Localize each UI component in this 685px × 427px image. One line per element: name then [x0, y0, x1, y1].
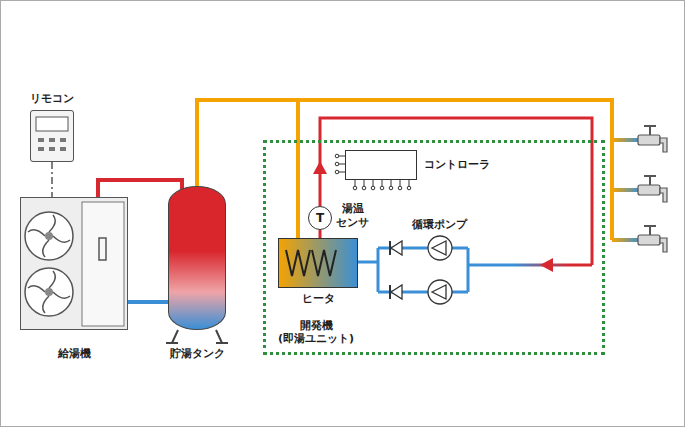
- heater-body: [278, 238, 358, 288]
- faucet-pipe: [612, 140, 640, 240]
- heater: ヒータ: [278, 238, 358, 288]
- body-label: 湯温 センサ: [336, 202, 369, 230]
- remote-box: リモコン: [30, 110, 74, 162]
- development-unit-region: コントローラT湯温 センサヒータ開発機 (即湯ユニット): [263, 140, 605, 355]
- name-label: コントローラ: [424, 158, 490, 172]
- heater-symbol: [286, 250, 336, 276]
- sensor-symbol-text: T: [316, 211, 324, 226]
- flow-arrow: [540, 258, 553, 272]
- part-label: 循環ポンプ: [412, 217, 467, 232]
- faucet: [638, 126, 667, 252]
- pump-symbol: [428, 236, 452, 304]
- storage-tank: 貯湯タンク: [168, 186, 226, 330]
- remote-drawing: [30, 110, 74, 162]
- tank-legs: [166, 330, 228, 343]
- signal-wire: [51, 162, 53, 197]
- controller-chip: コントローラ: [345, 150, 417, 180]
- name-label: リモコン: [30, 92, 74, 106]
- water-heater-unit: 給湯機: [20, 197, 128, 330]
- hot-pipe: [98, 180, 182, 197]
- name-label: 開発機 (即湯ユニット): [278, 319, 354, 347]
- heat-pump-drawing: [20, 197, 128, 330]
- loop-pipe: [319, 230, 322, 238]
- pump-pipe: [358, 248, 468, 292]
- flow-arrow: [313, 161, 327, 174]
- return-pipe: [468, 264, 592, 267]
- check-valve: [390, 241, 402, 299]
- cold-pipe: [128, 300, 168, 304]
- name-label: 貯湯タンク: [170, 347, 225, 361]
- temperature-sensor: T湯温 センサ: [308, 206, 332, 230]
- hot-water-pipe: [298, 100, 612, 240]
- name-label: 給湯機: [58, 347, 91, 361]
- name-label: ヒータ: [302, 292, 335, 306]
